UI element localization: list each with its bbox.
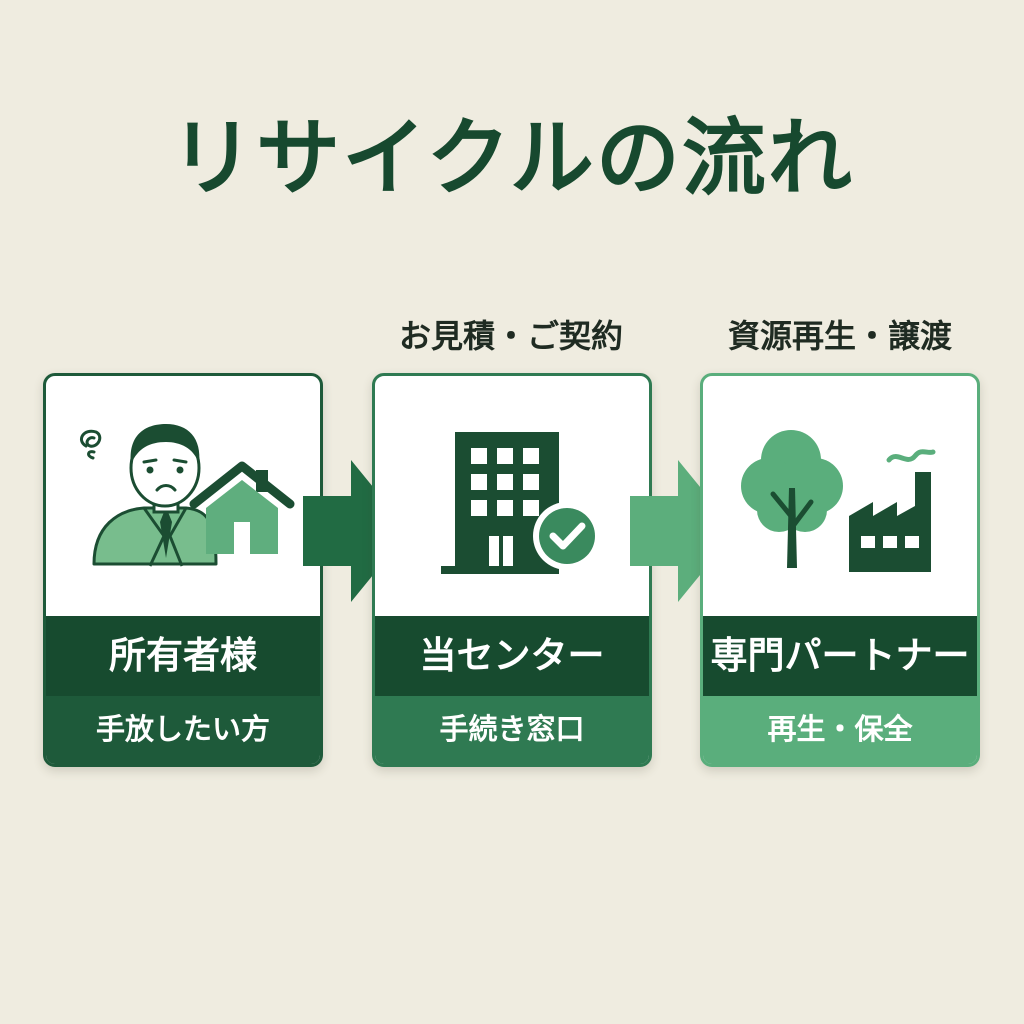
tree-icon [741, 430, 843, 568]
step-card-owner-sub: 手放したい方 [46, 696, 320, 764]
step-card-partner-sub: 再生・保全 [703, 696, 977, 764]
check-badge-icon [533, 502, 601, 570]
page-title: リサイクルの流れ [170, 109, 854, 207]
worry-mark-icon [80, 429, 102, 460]
step-card-partner-name: 専門パートナー [703, 616, 977, 696]
step3-caption: 資源再生・譲渡 [727, 317, 952, 355]
factory-icon [849, 449, 936, 572]
step2-caption: お見積・ご契約 [398, 317, 623, 355]
partner-illustration [741, 430, 936, 572]
arrow-right-icon [303, 460, 409, 602]
step-card-center-sub: 手続き窓口 [375, 696, 649, 764]
step-card-center-icons [375, 376, 649, 616]
step-card-partner: 専門パートナー 再生・保全 [700, 373, 980, 767]
step-card-owner-icons [46, 376, 320, 616]
house-icon [189, 461, 295, 554]
step-card-owner-name: 所有者様 [46, 616, 320, 696]
worried-person-icon [92, 424, 218, 567]
owner-illustration [80, 424, 295, 567]
center-illustration [441, 432, 601, 574]
step-card-partner-icons [703, 376, 977, 616]
step-card-center: 当センター 手続き窓口 [372, 373, 652, 767]
step-card-owner: 所有者様 手放したい方 [43, 373, 323, 767]
arrow-right-icon [630, 460, 736, 602]
step-card-center-name: 当センター [375, 616, 649, 696]
